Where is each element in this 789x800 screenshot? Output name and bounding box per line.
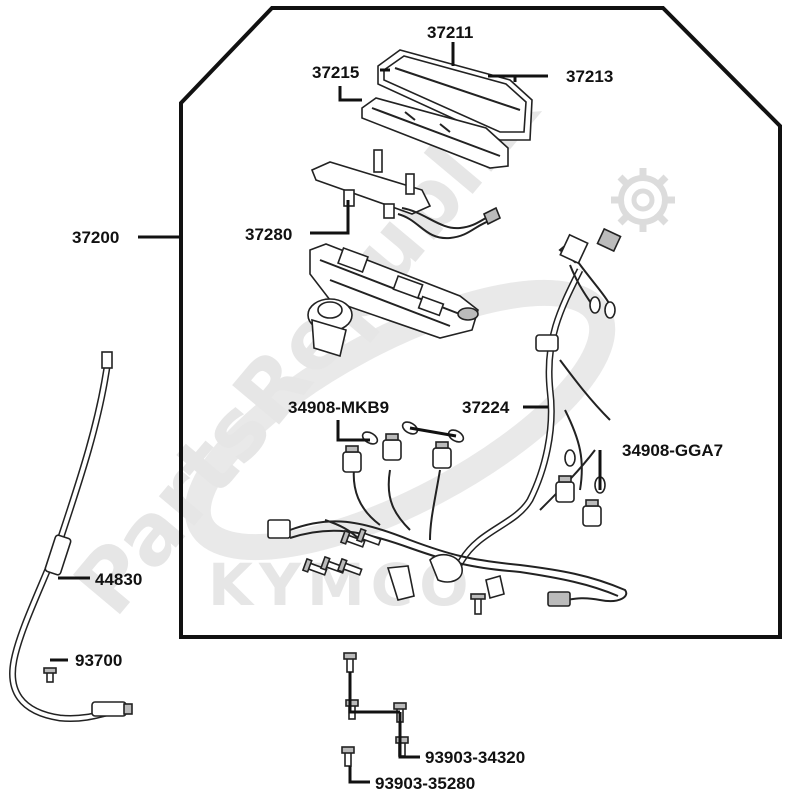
- screws-93903: [341, 652, 409, 767]
- label-37200: 37200: [72, 228, 119, 247]
- label-37280: 37280: [245, 225, 292, 244]
- meter-lens-37215: [361, 97, 509, 169]
- gear-icon: [611, 168, 675, 232]
- label-34908-gga7: 34908-GGA7: [622, 441, 723, 460]
- meter-assembly-body: [307, 243, 479, 358]
- screw-93700: [43, 667, 57, 683]
- speedometer-cable-44830: [9, 351, 133, 722]
- label-37224: 37224: [462, 398, 510, 417]
- watermark-brand: KYMCO: [208, 551, 475, 619]
- leader-lines: [50, 42, 602, 784]
- label-93903-35280: 93903-35280: [375, 774, 475, 793]
- meter-case-37280: [310, 149, 502, 240]
- harness-screws: [301, 527, 505, 615]
- label-34908-mkb9: 34908-MKB9: [288, 398, 389, 417]
- assembly-frame-37200: [179, 6, 782, 639]
- label-37215: 37215: [312, 63, 359, 82]
- watermark: PartsRepublik KYMCO: [55, 61, 675, 633]
- bulb-sockets: [342, 433, 602, 527]
- label-37213: 37213: [566, 67, 613, 86]
- label-37211: 37211: [427, 23, 473, 42]
- meter-cover-37211: [377, 49, 533, 141]
- label-93903-34320: 93903-34320: [425, 748, 525, 767]
- label-44830: 44830: [95, 570, 142, 589]
- label-93700: 93700: [75, 651, 122, 670]
